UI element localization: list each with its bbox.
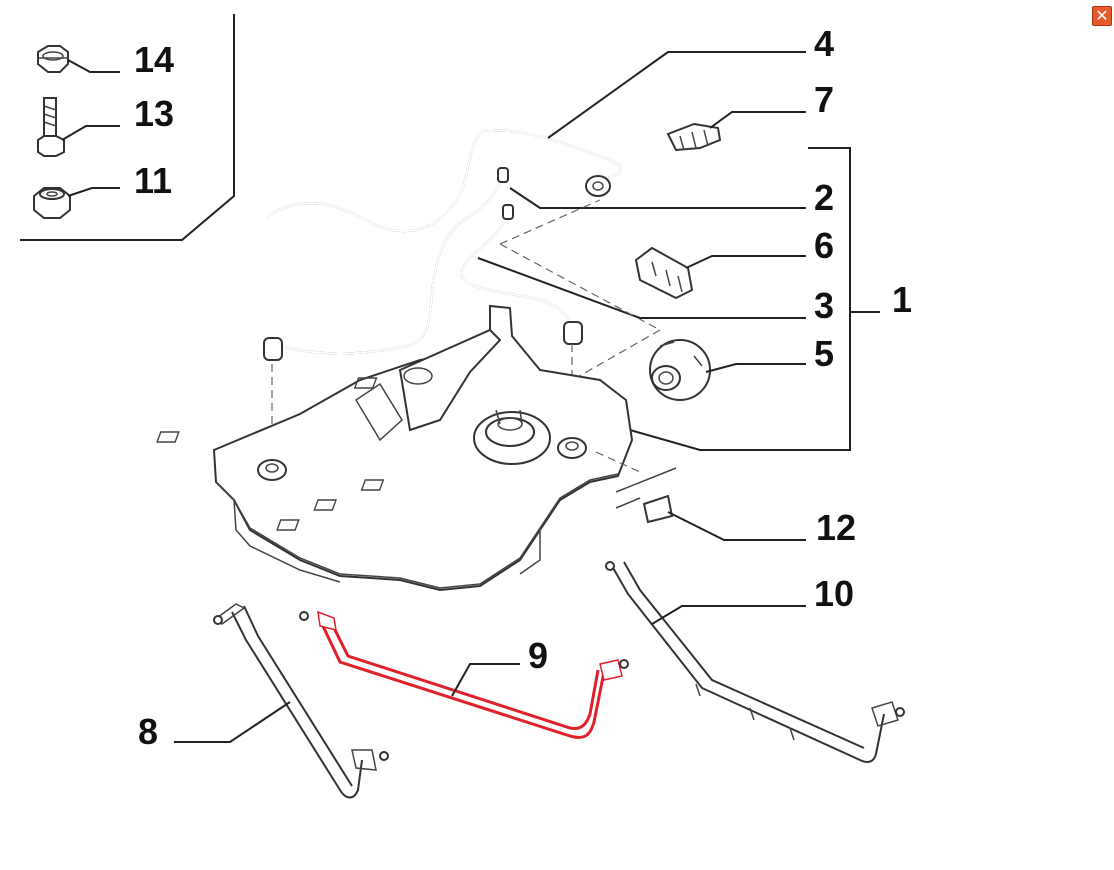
fuel-pipe-3[interactable] (460, 204, 583, 345)
lock-nut-icon[interactable] (33, 187, 71, 219)
part-label-8[interactable]: 8 (138, 711, 158, 752)
clip-7[interactable] (666, 122, 722, 152)
bolt-icon[interactable] (37, 97, 65, 157)
close-button[interactable]: ✕ (1092, 6, 1112, 26)
part-label-6[interactable]: 6 (814, 225, 834, 266)
fuel-pipe-2[interactable] (263, 167, 509, 361)
hardware-inset: 14 13 11 (20, 14, 235, 241)
ring-nut-5[interactable] (649, 339, 711, 401)
part-label-5[interactable]: 5 (814, 333, 834, 374)
clip-6[interactable] (634, 246, 694, 300)
strap-8[interactable] (212, 603, 389, 799)
assembly-bracket: 1 (629, 147, 912, 451)
part-label-7[interactable]: 7 (814, 79, 834, 120)
strap-10[interactable] (605, 561, 905, 763)
part-label-13[interactable]: 13 (134, 93, 174, 134)
part-label-3[interactable]: 3 (814, 285, 834, 326)
part-label-10[interactable]: 10 (814, 573, 854, 614)
part-label-11[interactable]: 11 (134, 160, 172, 201)
part-label-1[interactable]: 1 (892, 279, 912, 320)
part-label-4[interactable]: 4 (814, 23, 834, 64)
fuel-tank[interactable] (156, 304, 634, 592)
strap-9[interactable] (299, 610, 629, 739)
nut-icon[interactable] (37, 45, 69, 73)
part-label-14[interactable]: 14 (134, 39, 174, 80)
part-label-9[interactable]: 9 (528, 635, 548, 676)
part-label-2[interactable]: 2 (814, 177, 834, 218)
close-icon: ✕ (1095, 6, 1109, 25)
pad-12[interactable] (595, 451, 677, 524)
part-label-12[interactable]: 12 (816, 507, 856, 548)
vent-pipe[interactable] (267, 128, 622, 233)
